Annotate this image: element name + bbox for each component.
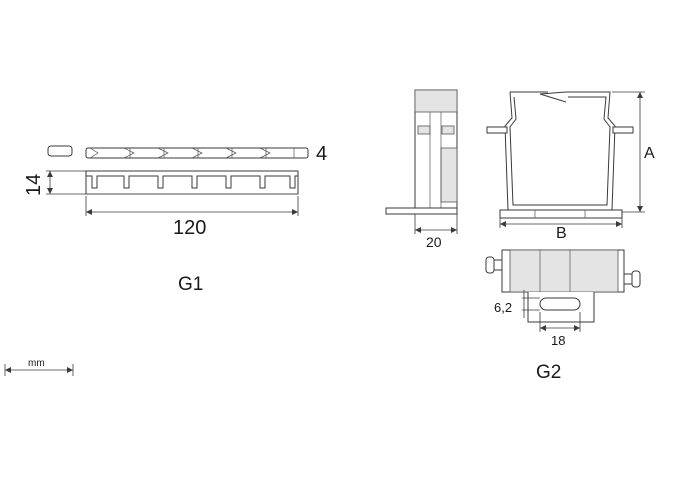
- g2-b-dimension: [499, 218, 623, 228]
- g2-group-label: G2: [536, 362, 561, 383]
- g1-length-label: 120: [173, 217, 206, 239]
- g2-slot-h-dimension: [522, 290, 540, 318]
- g1-group-label: G1: [178, 274, 203, 295]
- g2-a-label: A: [644, 145, 655, 162]
- g1-top-view: [47, 145, 309, 159]
- g2-slot-w-dimension: [539, 312, 581, 332]
- scale-bar: [4, 364, 74, 376]
- g2-group: 20 A B: [385, 89, 655, 383]
- g2-width-label: 20: [426, 234, 442, 250]
- g2-a-dimension: [612, 91, 645, 213]
- g1-group: 4 14 120 G1: [23, 143, 327, 295]
- g2-b-label: B: [556, 225, 567, 242]
- g2-front-view: [486, 91, 634, 219]
- g2-bottom-view: [485, 249, 641, 323]
- g1-length-dimension: [85, 196, 299, 216]
- g2-side-view: [385, 89, 458, 215]
- scale-unit-label: mm: [28, 358, 45, 369]
- g2-width-dimension: [414, 214, 458, 234]
- g2-slot-h-label: 6,2: [494, 300, 512, 315]
- g1-height-dimension: [46, 170, 86, 195]
- g1-thickness-label: 4: [316, 143, 327, 165]
- g1-height-label: 14: [23, 174, 45, 196]
- g2-slot-w-label: 18: [551, 333, 565, 348]
